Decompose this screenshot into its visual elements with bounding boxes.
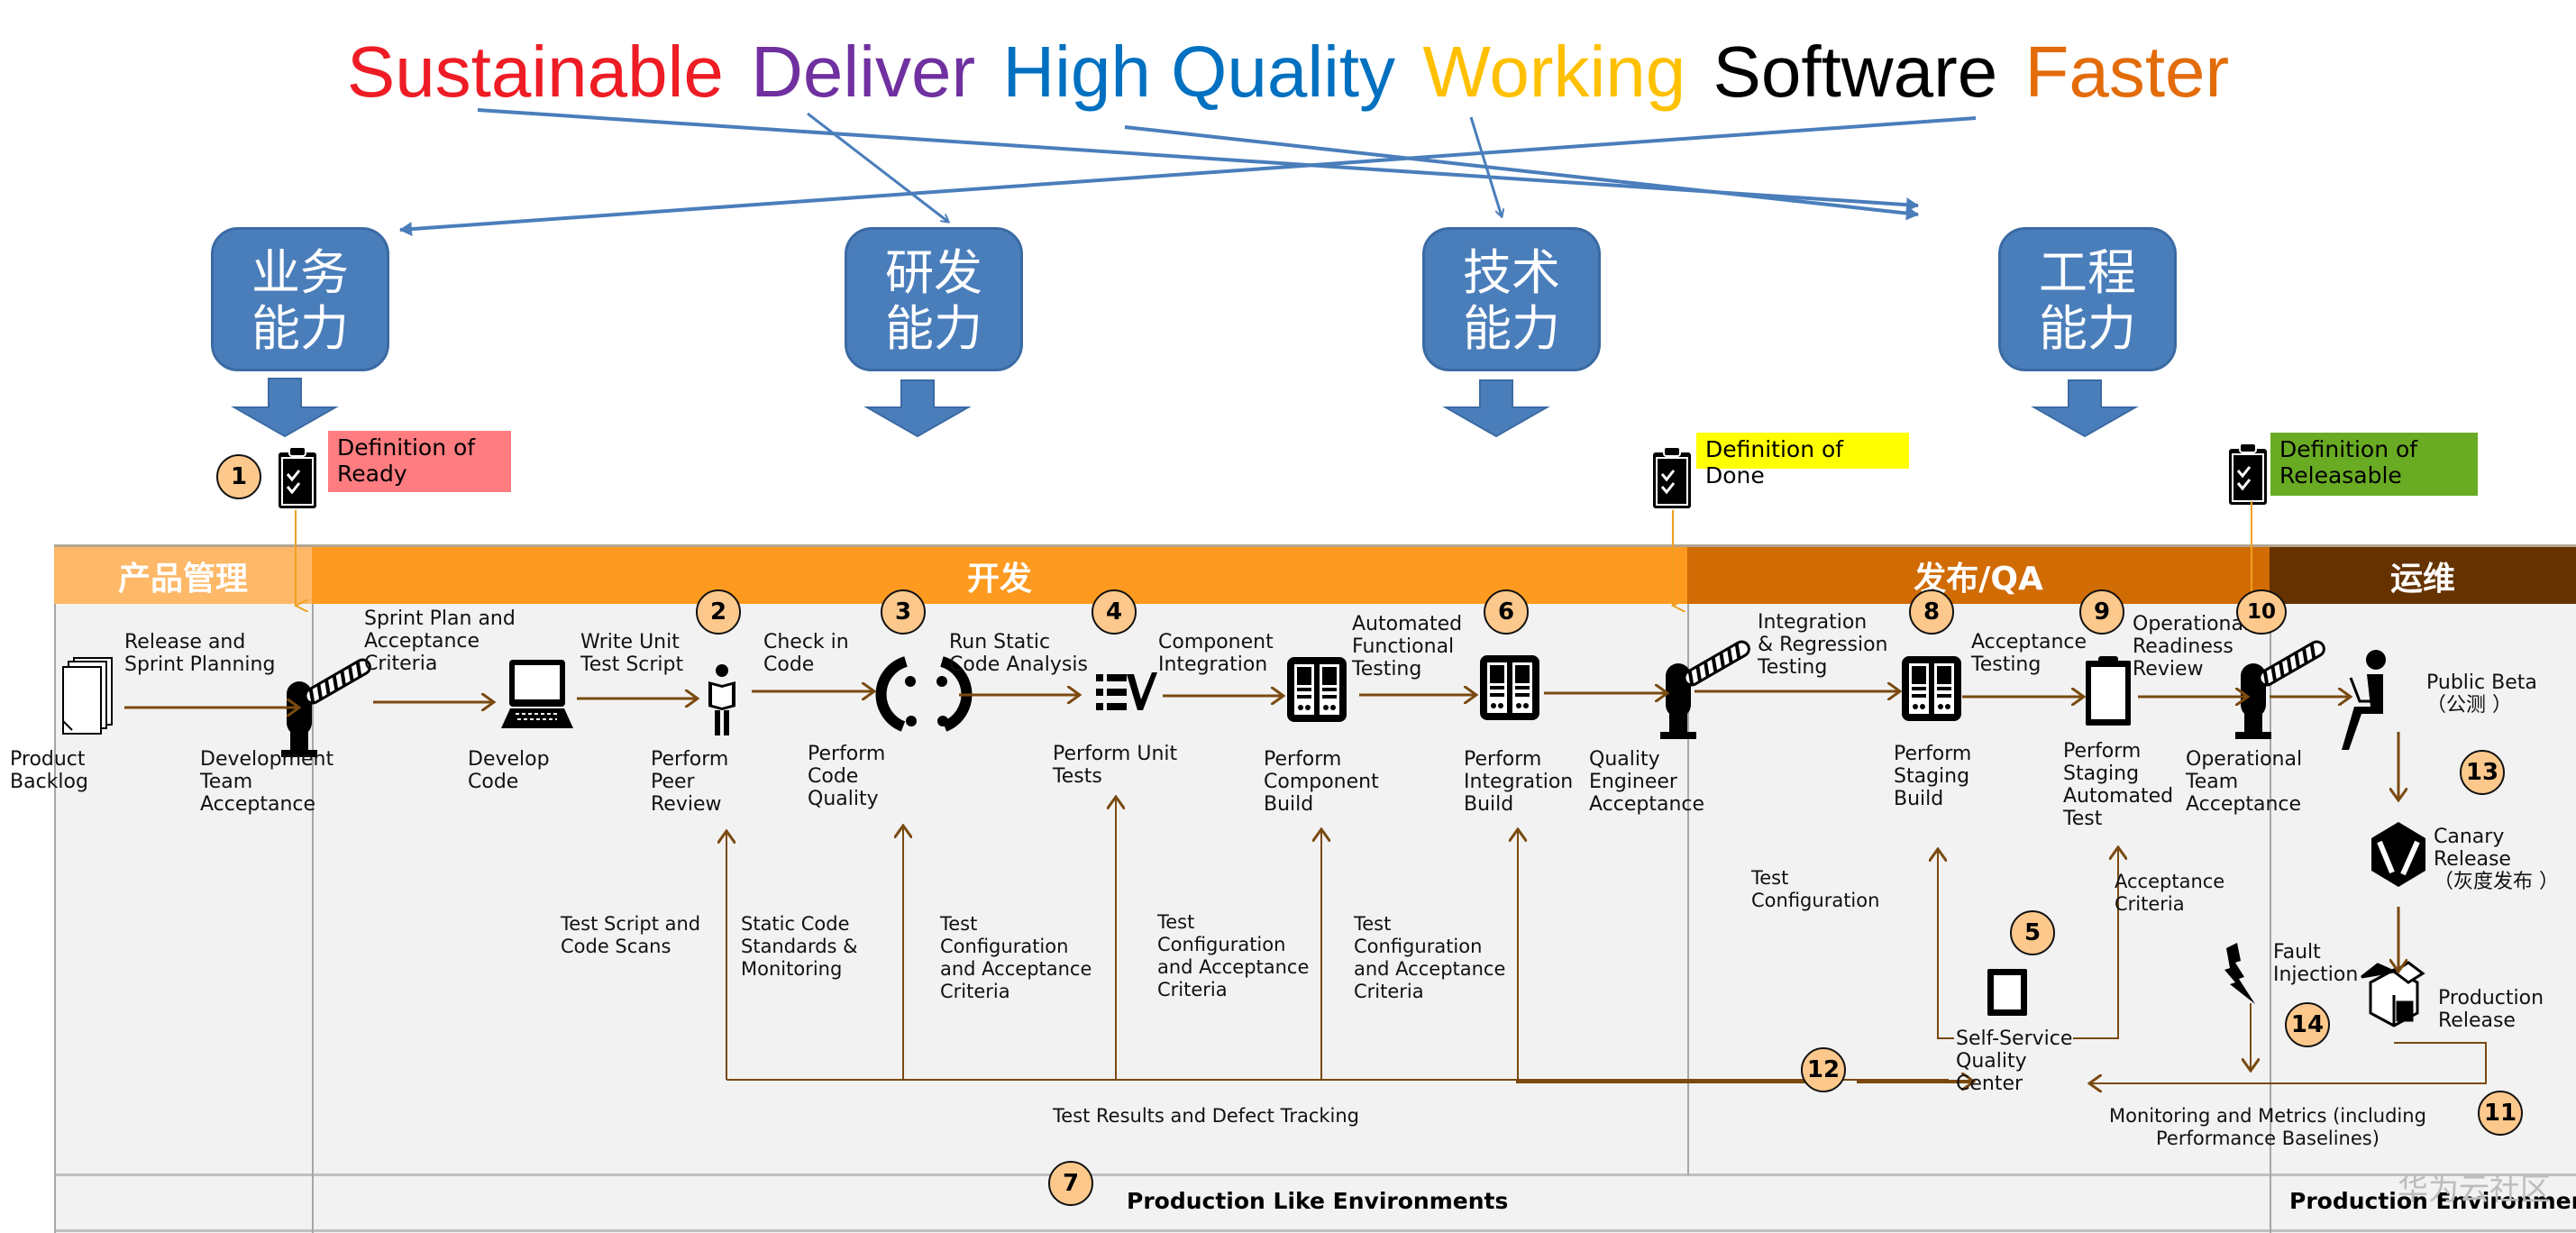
- env-production-like: Production Like Environments: [1127, 1188, 1509, 1214]
- step-badge-10: 10: [2236, 589, 2287, 635]
- label-check-in-code: Check in Code: [763, 631, 849, 676]
- step-badge-1: 1: [216, 454, 261, 499]
- step-badge-14: 14: [2285, 1002, 2330, 1047]
- capability-technology: 技术能力: [1422, 227, 1601, 371]
- title-word-high-quality: High Quality: [1002, 32, 1396, 112]
- feedback-test-config-3: Test Configuration and Acceptance Criter…: [1354, 913, 1506, 1002]
- feedback-test-script-scans: Test Script and Code Scans: [561, 913, 701, 957]
- feedback-test-config-1: Test Configuration and Acceptance Criter…: [940, 913, 1092, 1002]
- capability-engineering: 工程能力: [1998, 227, 2177, 371]
- definition-of-releasable: Definition of Releasable: [2270, 433, 2478, 496]
- definition-of-ready: Definition of Ready: [328, 431, 511, 492]
- title-word-faster: Faster: [2024, 32, 2230, 112]
- definition-of-done: Definition of Done: [1696, 433, 1909, 489]
- node-ops-team-acceptance: Operational Team Acceptance: [2186, 748, 2303, 816]
- step-badge-5: 5: [2010, 910, 2055, 955]
- connector-deliver: [807, 112, 948, 222]
- env-divider-top: [54, 1174, 2576, 1176]
- label-acceptance-testing: Acceptance Testing: [1971, 631, 2087, 676]
- node-unit-tests: Perform Unit Tests: [1053, 743, 1178, 788]
- down-arrow-technology: [1442, 379, 1550, 438]
- label-operational-readiness: Operational Readiness Review: [2133, 613, 2250, 680]
- lane-divider-3: [1687, 544, 1689, 1175]
- capability-rnd-line2: 能力: [885, 300, 982, 357]
- connector-sustainable: [477, 108, 1919, 213]
- lane-divider-4: [2270, 544, 2271, 1233]
- label-run-static-analysis: Run Static Code Analysis: [949, 631, 1088, 676]
- label-sprint-plan-criteria: Sprint Plan and Acceptance Criteria: [364, 607, 516, 675]
- node-product-backlog: Product Backlog: [10, 748, 88, 793]
- label-integration-regression: Integration & Regression Testing: [1758, 611, 1888, 679]
- feedback-monitoring-metrics: Monitoring and Metrics (including Perfor…: [2109, 1105, 2426, 1149]
- node-code-quality: Perform Code Quality: [808, 743, 886, 810]
- phase-release-qa: 发布/QA: [1687, 544, 2270, 604]
- label-automated-functional: Automated Functional Testing: [1352, 613, 1463, 680]
- node-component-build: Perform Component Build: [1264, 748, 1379, 816]
- step-badge-3: 3: [881, 589, 926, 635]
- step-badge-9: 9: [2079, 589, 2124, 635]
- clipboard-icon-releasable: [2227, 442, 2269, 507]
- node-qe-acceptance: Quality Engineer Acceptance: [1589, 748, 1705, 816]
- capability-business-line2: 能力: [251, 300, 349, 357]
- connector-software: [399, 116, 1977, 237]
- title-word-deliver: Deliver: [751, 32, 976, 112]
- node-peer-review: Perform Peer Review: [651, 748, 729, 816]
- node-staging-auto-test: Perform Staging Automated Test: [2063, 740, 2174, 830]
- node-develop-code: Develop Code: [468, 748, 550, 793]
- capability-technology-line2: 能力: [1463, 300, 1560, 357]
- title-word-working: Working: [1422, 32, 1686, 112]
- clipboard-icon-done: [1651, 445, 1693, 510]
- label-release-sprint-planning: Release and Sprint Planning: [124, 631, 276, 676]
- down-arrow-rnd: [863, 379, 972, 438]
- title-word-sustainable: Sustainable: [346, 32, 724, 112]
- env-production: Production Environment: [2289, 1188, 2576, 1214]
- step-badge-8: 8: [1909, 589, 1954, 635]
- feedback-acceptance-criteria: Acceptance Criteria: [2115, 871, 2225, 915]
- step-badge-13: 13: [2460, 750, 2505, 795]
- node-canary-release: Canary Release （灰度发布 ）: [2434, 826, 2559, 893]
- node-self-service-quality-center: Self-Service Quality Center: [1956, 1028, 2073, 1095]
- node-integration-build: Perform Integration Build: [1464, 748, 1574, 816]
- down-arrow-business: [231, 378, 339, 438]
- phase-development: 开发: [312, 544, 1687, 604]
- feedback-test-config-qa: Test Configuration: [1751, 867, 1880, 911]
- step-badge-6: 6: [1484, 589, 1529, 635]
- label-write-unit-test: Write Unit Test Script: [580, 631, 684, 676]
- node-production-release: Production Release: [2438, 987, 2544, 1032]
- node-staging-build: Perform Staging Build: [1894, 743, 1972, 810]
- feedback-test-results: Test Results and Defect Tracking: [1053, 1105, 1359, 1127]
- label-component-integration: Component Integration: [1158, 631, 1274, 676]
- title-word-software: Software: [1713, 32, 1998, 112]
- lane-divider-2: [312, 544, 314, 1233]
- clipboard-icon-ready: [277, 445, 318, 510]
- connector-quality: [1124, 125, 1919, 221]
- step-badge-11: 11: [2478, 1091, 2523, 1136]
- down-arrow-engineering: [2031, 379, 2139, 438]
- step-badge-4: 4: [1092, 589, 1137, 635]
- capability-rnd: 研发能力: [845, 227, 1023, 371]
- feedback-test-config-2: Test Configuration and Acceptance Criter…: [1157, 911, 1310, 1000]
- env-divider-bottom: [54, 1229, 2576, 1232]
- capability-engineering-line1: 工程: [2039, 244, 2136, 301]
- step-badge-12: 12: [1801, 1047, 1846, 1092]
- connector-working: [1469, 116, 1502, 216]
- phase-operations: 运维: [2270, 544, 2576, 604]
- step-badge-2: 2: [696, 589, 741, 635]
- watermark: 华为云社区: [2398, 1172, 2551, 1208]
- node-public-beta: Public Beta （公测 ）: [2426, 671, 2537, 717]
- feedback-static-standards: Static Code Standards & Monitoring: [741, 913, 858, 980]
- capability-rnd-line1: 研发: [885, 244, 982, 301]
- capability-engineering-line2: 能力: [2039, 300, 2136, 357]
- phase-product-management: 产品管理: [54, 544, 312, 604]
- capability-business-line1: 业务: [251, 244, 349, 301]
- node-dev-team-acceptance: Development Team Acceptance: [200, 748, 334, 816]
- lane-divider-1: [54, 544, 56, 1233]
- node-fault-injection: Fault Injection: [2273, 941, 2359, 986]
- capability-technology-line1: 技术: [1463, 244, 1560, 301]
- slogan-title: Sustainable Deliver High Quality Working…: [0, 27, 2576, 117]
- capability-business: 业务能力: [211, 227, 389, 371]
- step-badge-7: 7: [1048, 1161, 1093, 1206]
